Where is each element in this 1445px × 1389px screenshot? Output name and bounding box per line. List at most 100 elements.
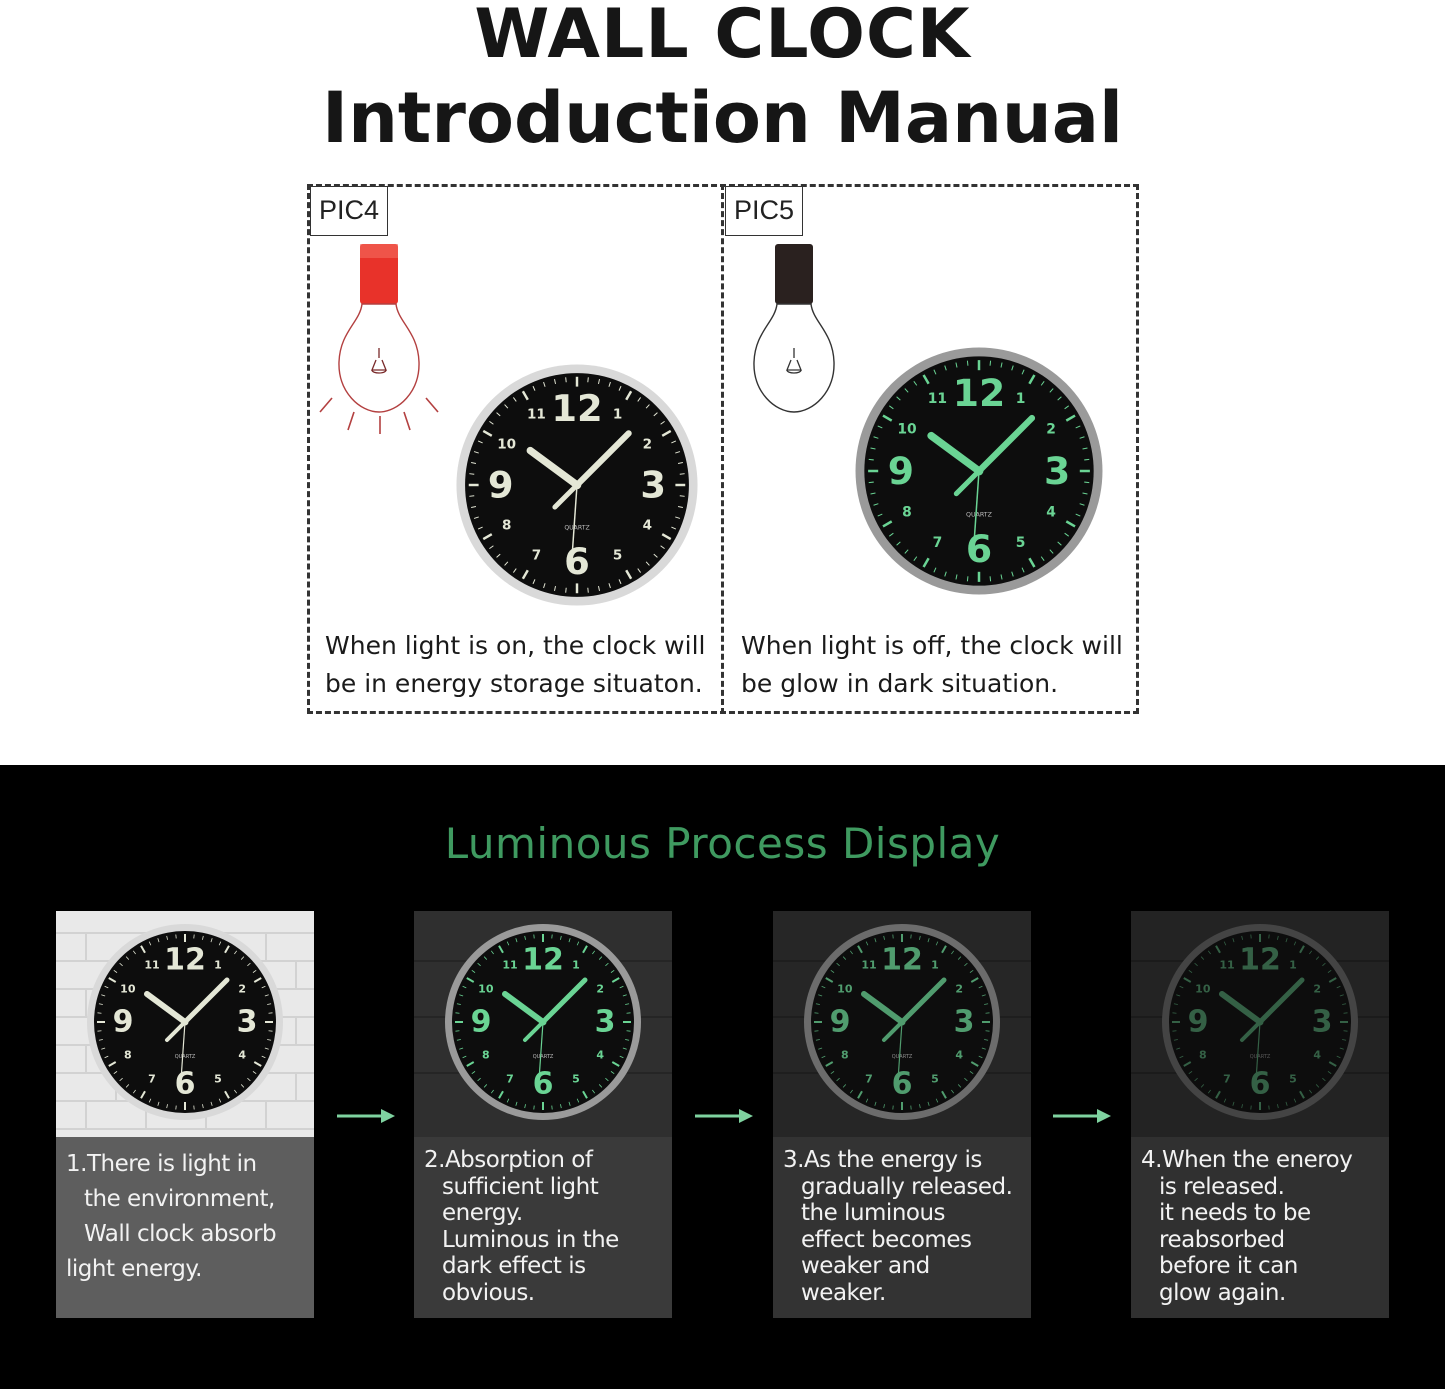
clock-numeral-10: 10 (497, 436, 516, 452)
step-3-line-6: weaker. (801, 1279, 886, 1306)
step-3-line-2: gradually released. (801, 1173, 1013, 1200)
step-2-line-2: sufficient light (442, 1173, 599, 1200)
pic5-caption-line-1: When light is off, the clock will (741, 631, 1123, 660)
bulb-cap-red (360, 244, 398, 304)
clock-numeral-3: 3 (1312, 1005, 1333, 1040)
clock-numeral-5: 5 (613, 547, 622, 563)
luminous-section-title: Luminous Process Display (444, 819, 1001, 868)
clock-numeral-1: 1 (572, 958, 580, 971)
clock-numeral-9: 9 (888, 449, 914, 493)
clock-numeral-10: 10 (1195, 983, 1211, 996)
step-1-line-1: 1.There is light in (66, 1151, 257, 1177)
pic5-label: PIC5 (725, 186, 804, 236)
clock-brand-text: QUARTZ (175, 1054, 196, 1060)
title-line-1: WALL CLOCK (474, 0, 971, 74)
clock-numeral-2: 2 (955, 983, 963, 996)
step-2-line-6: obvious. (442, 1279, 535, 1306)
clock-numeral-3: 3 (954, 1005, 975, 1040)
clock-numeral-8: 8 (502, 518, 511, 534)
bulb-on-icon (319, 244, 439, 434)
clock-numeral-4: 4 (643, 518, 652, 534)
clock-numeral-3: 3 (1044, 449, 1070, 493)
clock-numeral-11: 11 (144, 958, 159, 971)
clock-numeral-5: 5 (1289, 1073, 1297, 1086)
clock-numeral-4: 4 (596, 1049, 604, 1062)
clock-numeral-8: 8 (124, 1049, 132, 1062)
clock-numeral-4: 4 (955, 1049, 963, 1062)
luminous-step-2-caption: 2.Absorption of sufficient light energy.… (414, 1137, 672, 1318)
step-3-line-1: 3.As the energy is (783, 1147, 982, 1173)
clock-numeral-9: 9 (471, 1005, 492, 1040)
step-1-line-3: Wall clock absorb (84, 1221, 277, 1247)
step-3-line-5: weaker and (801, 1253, 930, 1279)
clock-numeral-8: 8 (1199, 1049, 1207, 1062)
clock-numeral-9: 9 (488, 464, 514, 507)
step-4-line-1: 4.When the eneroy (1141, 1147, 1353, 1173)
clock-numeral-6: 6 (564, 540, 590, 583)
pic5-caption-line-2: be glow in dark situation. (741, 669, 1059, 698)
title-line-2: Introduction Manual (322, 77, 1123, 159)
clock-numeral-12: 12 (164, 943, 206, 978)
bulb-off-icon (753, 244, 835, 413)
clock-numeral-11: 11 (502, 958, 517, 971)
clock-numeral-1: 1 (931, 958, 939, 971)
clock-numeral-12: 12 (551, 387, 602, 430)
clock-numeral-5: 5 (572, 1073, 580, 1086)
bulb-cap-dark (775, 244, 813, 304)
step-2-line-4: Luminous in the (442, 1226, 619, 1253)
clock-numeral-1: 1 (1289, 958, 1297, 971)
clock-numeral-12: 12 (522, 943, 564, 978)
clock-numeral-10: 10 (897, 421, 916, 437)
step-2-line-1: 2.Absorption of (424, 1147, 593, 1173)
step-3-line-4: effect becomes (801, 1226, 972, 1253)
clock-numeral-9: 9 (830, 1005, 851, 1040)
pic4-caption-line-1: When light is on, the clock will (325, 631, 706, 660)
arrow-right-icon (1053, 1109, 1111, 1123)
clock-numeral-2: 2 (596, 983, 604, 996)
pic4-label: PIC4 (310, 186, 389, 236)
clock-numeral-7: 7 (506, 1073, 514, 1086)
luminous-step-4-caption: 4.When the eneroy is released. it needs … (1131, 1137, 1389, 1318)
clock-numeral-3: 3 (595, 1005, 616, 1040)
clock-numeral-3: 3 (640, 464, 666, 507)
clock-numeral-6: 6 (533, 1067, 554, 1102)
clock-numeral-7: 7 (865, 1073, 873, 1086)
clock-numeral-10: 10 (478, 983, 494, 996)
clock-numeral-10: 10 (120, 983, 136, 996)
clock-numeral-1: 1 (1016, 391, 1026, 407)
step-4-line-5: before it can (1159, 1253, 1298, 1279)
clock-numeral-9: 9 (1188, 1005, 1209, 1040)
clock-numeral-11: 11 (527, 407, 546, 423)
clock-numeral-11: 11 (1219, 958, 1234, 971)
arrow-right-icon (695, 1109, 753, 1123)
clock-numeral-2: 2 (1313, 983, 1321, 996)
clock-numeral-4: 4 (1046, 505, 1056, 521)
step-4-line-2: is released. (1159, 1173, 1285, 1200)
clock-numeral-4: 4 (238, 1049, 246, 1062)
clock-numeral-6: 6 (966, 527, 992, 571)
clock-numeral-7: 7 (1223, 1073, 1231, 1086)
clock-brand-text: QUARTZ (564, 524, 589, 531)
luminous-step-3-caption: 3.As the energy is gradually released. t… (773, 1137, 1031, 1318)
step-1-line-4: light energy. (66, 1256, 202, 1282)
clock-numeral-7: 7 (532, 547, 541, 563)
step-4-line-3: it needs to be (1159, 1200, 1311, 1226)
comparison-panel-divider (721, 184, 724, 714)
clock-numeral-6: 6 (175, 1067, 196, 1102)
clock-numeral-6: 6 (1250, 1067, 1271, 1102)
clock-numeral-8: 8 (482, 1049, 490, 1062)
clock-numeral-7: 7 (148, 1073, 156, 1086)
clock-numeral-7: 7 (933, 535, 943, 551)
clock-numeral-1: 1 (214, 958, 222, 971)
clock-numeral-2: 2 (643, 436, 652, 452)
clock-numeral-9: 9 (113, 1005, 134, 1040)
